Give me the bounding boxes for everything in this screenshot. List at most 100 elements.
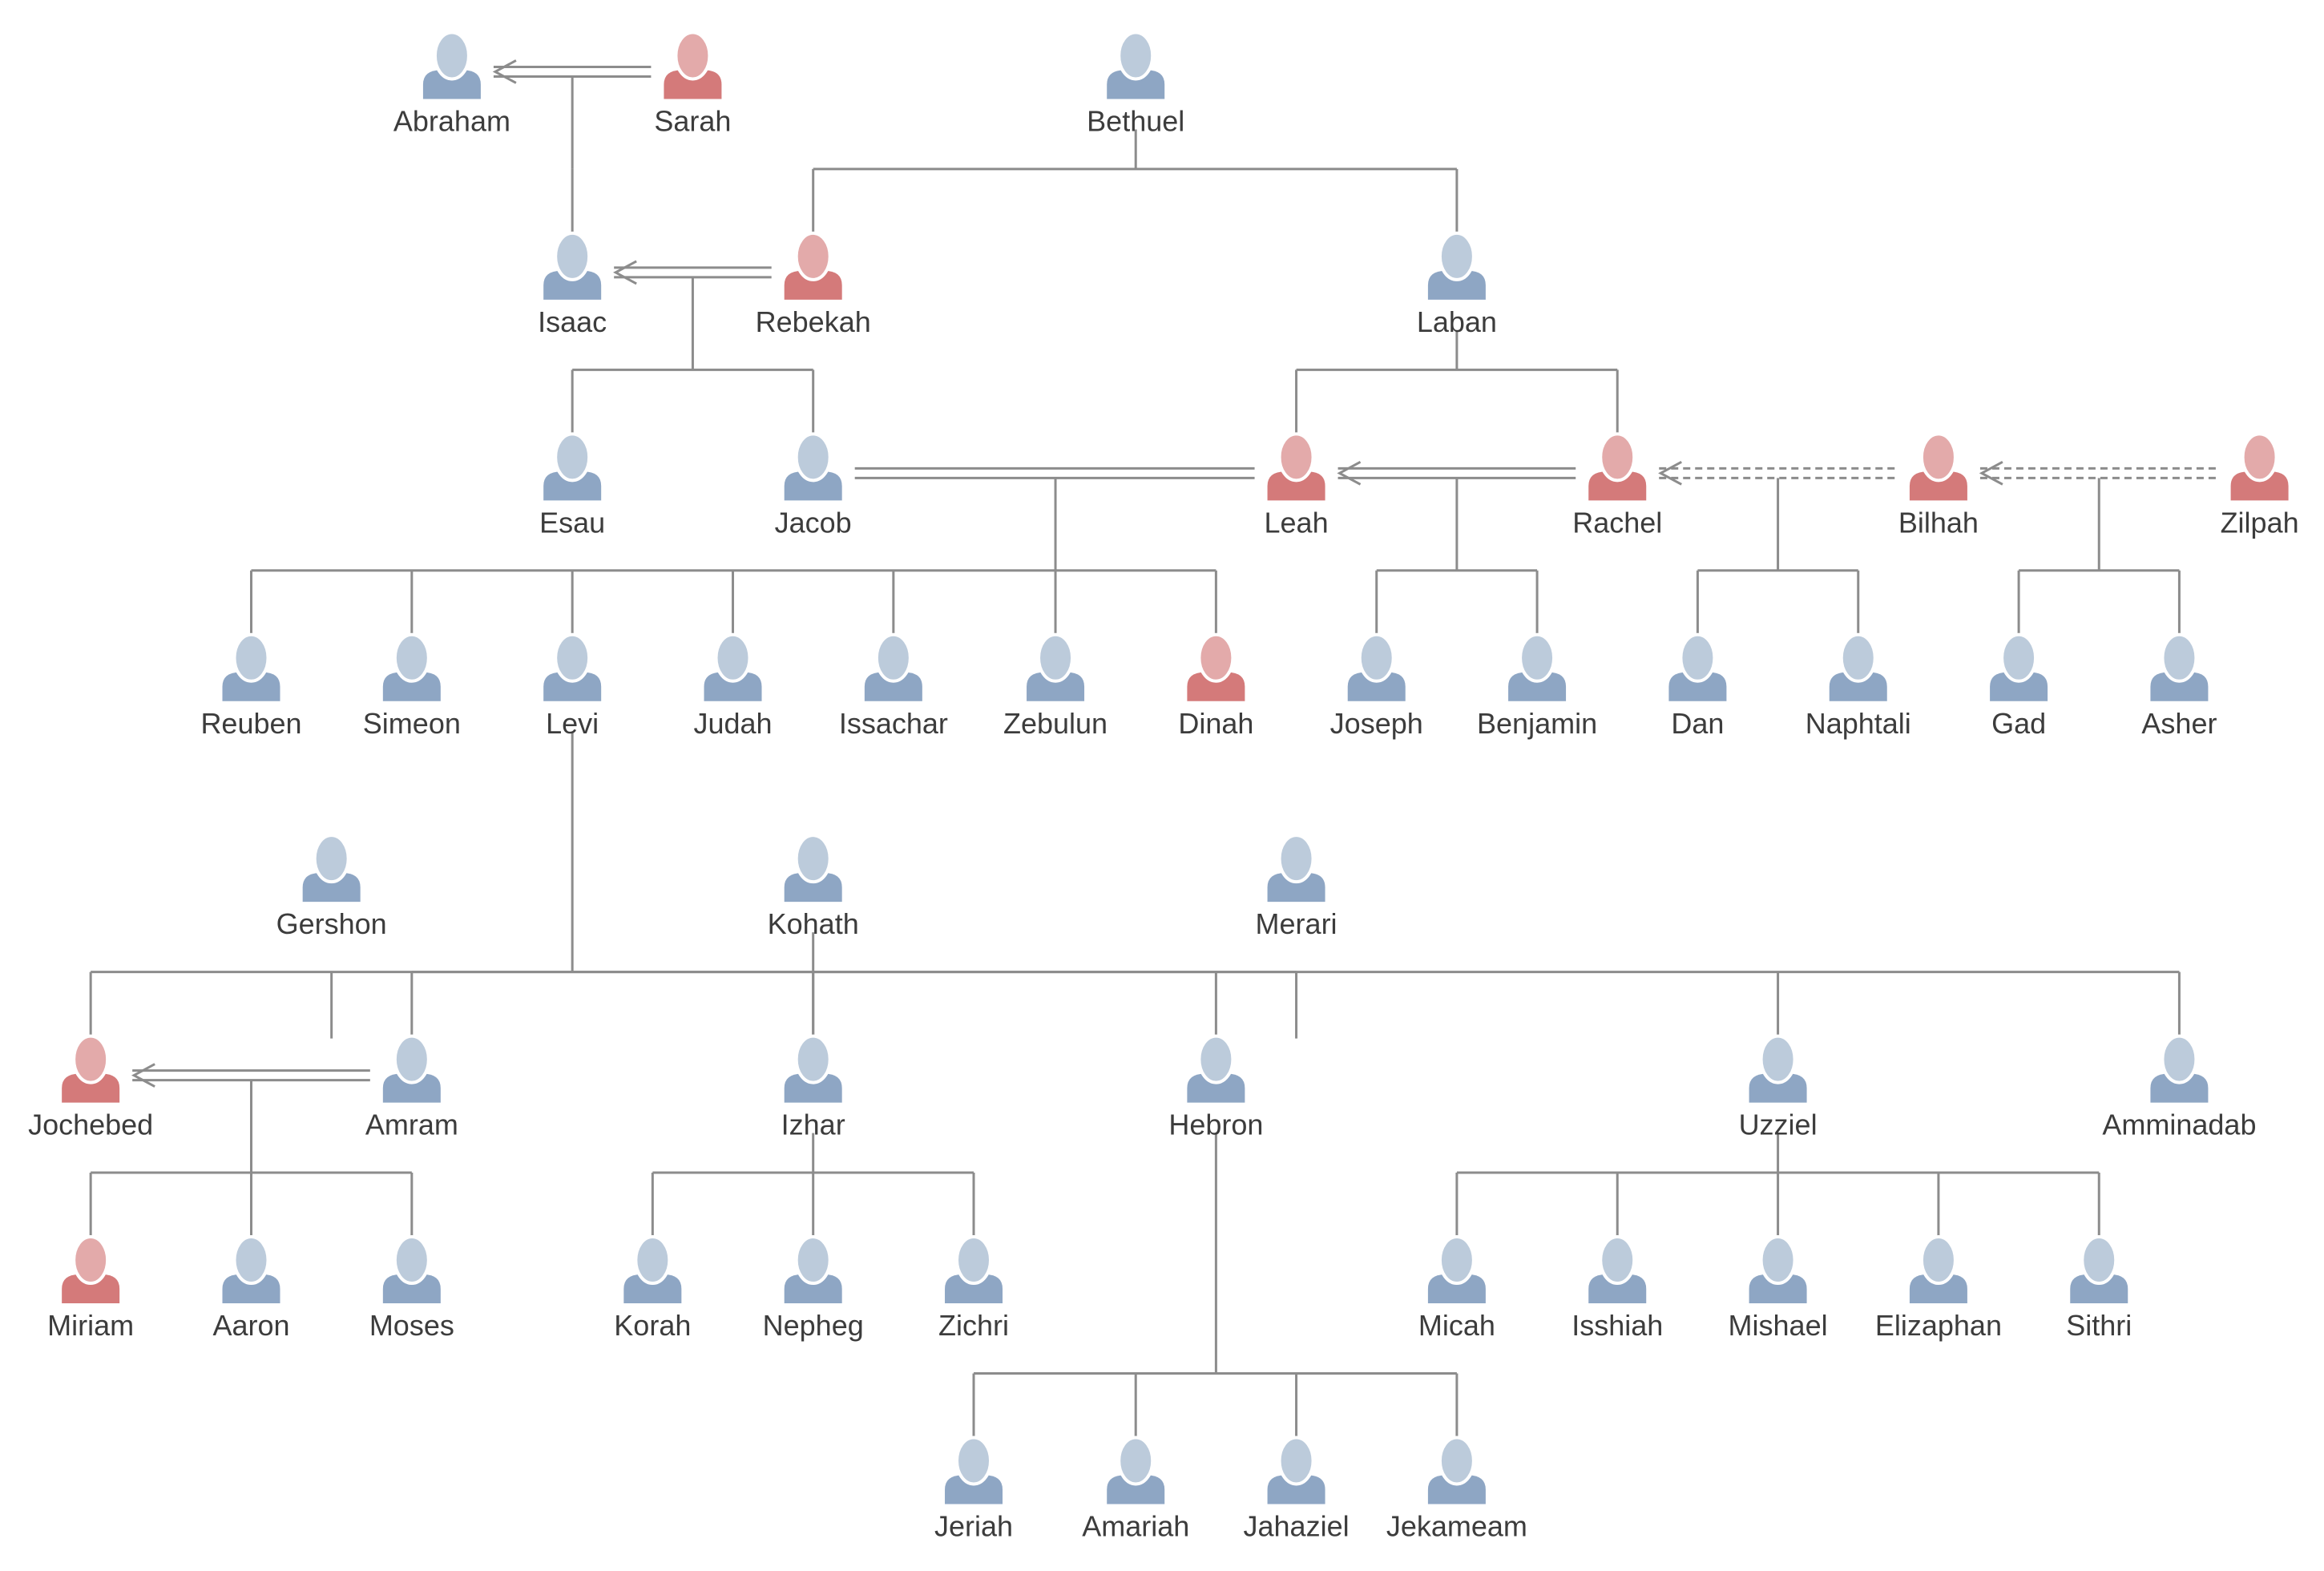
person-name-label: Sarah xyxy=(654,104,731,137)
person-korah[interactable]: Korah xyxy=(614,1235,691,1342)
person-jochebed[interactable]: Jochebed xyxy=(28,1034,153,1141)
person-gad[interactable]: Gad xyxy=(1990,632,2048,740)
person-body-shape xyxy=(543,270,602,300)
person-head-shape xyxy=(955,1436,993,1486)
person-joseph[interactable]: Joseph xyxy=(1330,632,1423,740)
person-asher[interactable]: Asher xyxy=(2141,632,2217,740)
person-rachel[interactable]: Rachel xyxy=(1572,432,1662,539)
person-head-shape xyxy=(794,1034,832,1084)
union-arrow-isaac-rebekah xyxy=(613,260,637,285)
person-levi[interactable]: Levi xyxy=(543,632,602,740)
person-dan[interactable]: Dan xyxy=(1668,632,1727,740)
person-uzziel[interactable]: Uzziel xyxy=(1739,1034,1818,1141)
person-gershon[interactable]: Gershon xyxy=(276,834,387,940)
person-name-label: Amminadab xyxy=(2102,1109,2256,1141)
person-bethuel[interactable]: Bethuel xyxy=(1087,30,1184,137)
person-kohath[interactable]: Kohath xyxy=(768,834,859,940)
person-mishael[interactable]: Mishael xyxy=(1729,1235,1828,1342)
person-esau[interactable]: Esau xyxy=(539,432,605,539)
person-bilhah[interactable]: Bilhah xyxy=(1898,432,1979,539)
person-body-shape xyxy=(1427,270,1486,300)
person-silhouette-icon xyxy=(1829,632,1887,701)
person-head-shape xyxy=(1438,1235,1475,1286)
person-head-shape xyxy=(955,1235,993,1286)
person-silhouette-icon xyxy=(864,632,922,701)
person-name-label: Zichri xyxy=(938,1309,1009,1342)
person-dinah[interactable]: Dinah xyxy=(1178,632,1253,740)
person-leah[interactable]: Leah xyxy=(1265,432,1329,539)
person-jacob[interactable]: Jacob xyxy=(775,432,852,539)
person-head-shape xyxy=(554,632,591,683)
person-head-shape xyxy=(1759,1034,1797,1084)
person-zichri[interactable]: Zichri xyxy=(938,1235,1009,1342)
person-silhouette-icon xyxy=(1187,632,1245,701)
person-benjamin[interactable]: Benjamin xyxy=(1477,632,1597,740)
person-silhouette-icon xyxy=(62,1235,120,1304)
person-jahaziel[interactable]: Jahaziel xyxy=(1244,1436,1350,1542)
person-rebekah[interactable]: Rebekah xyxy=(756,231,871,338)
person-body-shape xyxy=(1347,672,1406,701)
person-silhouette-icon xyxy=(302,834,361,903)
person-miriam[interactable]: Miriam xyxy=(47,1235,134,1342)
person-body-shape xyxy=(1588,471,1647,501)
person-head-shape xyxy=(72,1034,110,1084)
person-sithri[interactable]: Sithri xyxy=(2066,1235,2132,1342)
person-isshiah[interactable]: Isshiah xyxy=(1572,1235,1663,1342)
person-name-label: Naphtali xyxy=(1806,707,1911,740)
person-reuben[interactable]: Reuben xyxy=(200,632,302,740)
person-silhouette-icon xyxy=(1749,1235,1807,1304)
person-nepheg[interactable]: Nepheg xyxy=(763,1235,864,1342)
person-jeriah[interactable]: Jeriah xyxy=(934,1436,1013,1542)
person-jekameam[interactable]: Jekameam xyxy=(1386,1436,1527,1542)
person-head-shape xyxy=(72,1235,110,1286)
person-head-shape xyxy=(1438,231,1475,281)
person-sarah[interactable]: Sarah xyxy=(654,30,731,137)
person-body-shape xyxy=(1749,1274,1807,1304)
person-naphtali[interactable]: Naphtali xyxy=(1806,632,1911,740)
person-amariah[interactable]: Amariah xyxy=(1082,1436,1189,1542)
person-name-label: Issachar xyxy=(839,707,948,740)
person-judah[interactable]: Judah xyxy=(693,632,773,740)
person-name-label: Esau xyxy=(539,506,605,539)
person-name-label: Jeriah xyxy=(934,1509,1013,1542)
person-silhouette-icon xyxy=(1267,834,1325,903)
person-aaron[interactable]: Aaron xyxy=(212,1235,290,1342)
person-isaac[interactable]: Isaac xyxy=(538,231,607,338)
person-name-label: Isaac xyxy=(538,305,607,338)
person-silhouette-icon xyxy=(2150,632,2209,701)
person-silhouette-icon xyxy=(1427,1235,1486,1304)
person-head-shape xyxy=(2161,1034,2198,1084)
person-silhouette-icon xyxy=(222,1235,280,1304)
person-elizaphan[interactable]: Elizaphan xyxy=(1875,1235,2002,1342)
person-amminadab[interactable]: Amminadab xyxy=(2102,1034,2256,1141)
person-head-shape xyxy=(634,1235,672,1286)
person-moses[interactable]: Moses xyxy=(369,1235,454,1342)
person-abraham[interactable]: Abraham xyxy=(393,30,510,137)
person-zilpah[interactable]: Zilpah xyxy=(2221,432,2299,539)
person-laban[interactable]: Laban xyxy=(1417,231,1497,338)
person-simeon[interactable]: Simeon xyxy=(363,632,461,740)
person-zebulun[interactable]: Zebulun xyxy=(1003,632,1108,740)
person-amram[interactable]: Amram xyxy=(365,1034,458,1141)
person-silhouette-icon xyxy=(1267,432,1325,501)
person-name-label: Aaron xyxy=(212,1309,289,1342)
person-body-shape xyxy=(1187,672,1245,701)
person-silhouette-icon xyxy=(664,30,722,99)
person-name-label: Leah xyxy=(1265,506,1329,539)
person-body-shape xyxy=(382,672,441,701)
person-name-label: Mishael xyxy=(1729,1309,1828,1342)
person-merari[interactable]: Merari xyxy=(1256,834,1338,940)
person-name-label: Gershon xyxy=(276,907,387,940)
person-silhouette-icon xyxy=(1107,1436,1165,1504)
person-micah[interactable]: Micah xyxy=(1418,1235,1495,1342)
person-body-shape xyxy=(382,1274,441,1304)
person-head-shape xyxy=(2080,1235,2118,1286)
person-name-label: Korah xyxy=(614,1309,691,1342)
person-name-label: Jahaziel xyxy=(1244,1509,1350,1542)
person-issachar[interactable]: Issachar xyxy=(839,632,948,740)
person-hebron[interactable]: Hebron xyxy=(1168,1034,1263,1141)
person-body-shape xyxy=(784,471,842,501)
person-name-label: Dan xyxy=(1671,707,1724,740)
person-body-shape xyxy=(1107,1475,1165,1504)
person-izhar[interactable]: Izhar xyxy=(781,1034,845,1141)
